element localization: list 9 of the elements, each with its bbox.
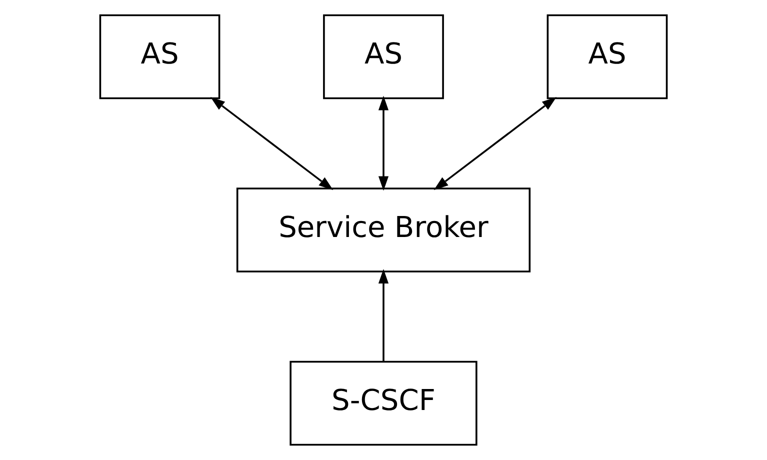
arrow	[434, 97, 557, 190]
node-box: AS	[546, 14, 668, 100]
node-box: Service Broker	[236, 188, 531, 272]
arrow	[210, 97, 334, 190]
node-box: AS	[99, 14, 220, 100]
node-box: AS	[323, 14, 444, 100]
node-box: S-CSCF	[290, 360, 478, 446]
arrow	[378, 96, 389, 191]
arrow	[378, 268, 389, 362]
